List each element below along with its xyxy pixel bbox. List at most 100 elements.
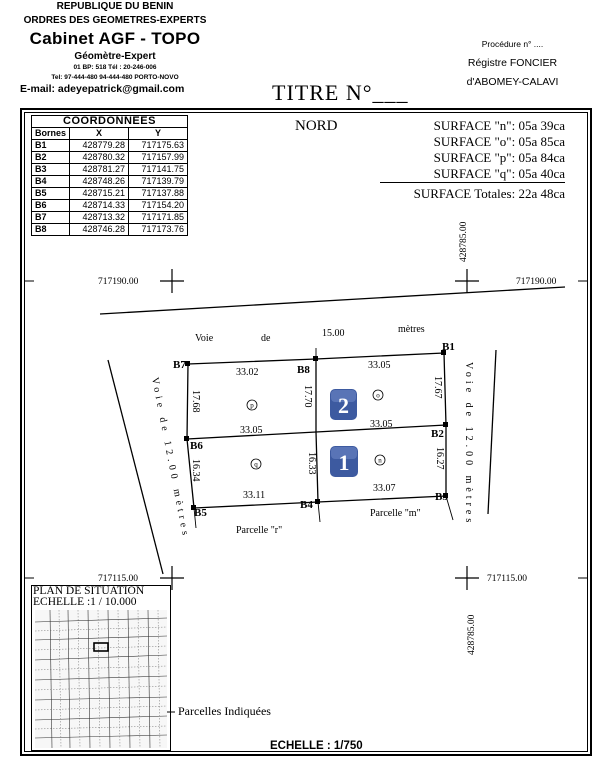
borne-label-b7: B7 [173,359,186,371]
borne-marker [313,356,318,361]
neighbor-parcel-r: Parcelle "r" [236,525,282,536]
lot-label-n: n [378,457,382,465]
borne-label-b2: B2 [431,428,444,440]
north-road-word: 15.00 [322,328,345,339]
boundary-extensions [193,348,454,529]
surface-total: SURFACE Totales: 22a 48ca [380,186,565,202]
east-road-label: Voie de 12.00 mètres [463,362,474,526]
surface-value: 05a 39ca [518,118,565,133]
borne-marker [443,422,448,427]
table-cell: B8 [30,223,71,236]
surface-o: SURFACE "o": 05a 85ca [380,134,565,150]
situation-scale-line: ECHELLE :1 / 10.000 [33,596,137,608]
borne-marker [185,361,190,366]
surface-total-label: SURFACE Totales: [413,186,516,201]
borne-marker [191,505,196,510]
table-cell: 717173.76 [128,223,189,236]
table-cell: 428746.28 [69,223,130,236]
plan-inner-frame [24,112,588,752]
badge-2-number: 2 [338,393,349,418]
column-header: Bornes [30,127,71,140]
badge-1-number: 1 [339,450,350,475]
dimension-label: 33.05 [370,419,393,430]
road-edge-north [99,286,566,315]
email-text: E-mail: adeyepatrick@gmail.com [20,83,185,95]
road-edge-east [487,349,497,515]
lot-label-p: p [250,402,254,410]
surface-label: SURFACE "q": [433,166,516,181]
grid-crosses [160,269,479,590]
procedure-block: Procédure n° .... Régistre FONCIER d'ABO… [430,36,595,90]
borne-label-b4: B4 [300,499,313,511]
surface-value: 05a 40ca [518,166,565,181]
surface-q: SURFACE "q": 05a 40ca [380,166,565,183]
surface-value: 05a 84ca [518,150,565,165]
north-road-word: mètres [398,324,425,335]
surface-p: SURFACE "p": 05a 84ca [380,150,565,166]
procedure-label: Procédure n° .... [481,39,544,49]
grid-y-label: 717190.00 [98,277,139,287]
neighbor-parcel-m: Parcelle "m" [370,508,421,519]
borne-label-b3: B3 [435,491,448,503]
grid-y-label: 717115.00 [487,574,527,584]
surface-label: SURFACE "p": [433,150,516,165]
dimension-label: 33.05 [368,360,391,371]
road-edges [99,286,566,575]
cabinet-name: Cabinet AGF - TOPO [29,29,201,48]
borne-label-b6: B6 [190,440,203,452]
lot-marker-q [250,458,262,470]
lot-marker-p [246,399,258,411]
bornes-markers [184,350,448,510]
situation-frame [31,585,171,751]
profession-text: Géomètre-Expert [74,51,156,62]
dimension-label: 16.33 [306,452,317,475]
indicated-parcels-label: Parcelles Indiquées [178,704,271,718]
borne-label-b5: B5 [194,507,207,519]
surface-value: 05a 85ca [518,134,565,149]
dimension-label: 16.34 [190,459,201,482]
dimension-label: 33.11 [243,490,265,501]
dimension-label: 33.02 [236,367,259,378]
lot-marker-n [374,454,386,466]
borne-label-b1: B1 [442,341,455,353]
cabinet-header: REPUBLIQUE DU BENIN ORDRES DES GEOMETRES… [10,0,220,96]
tel-text: Tel: 97-444-480 94-444-480 PORTO-NOVO [51,74,179,81]
dimension-label: 33.05 [240,425,263,436]
lot-label-o: o [376,392,380,400]
lot-marker-o [372,389,384,401]
parcel-outline [186,352,447,509]
grid-y-label: 717190.00 [516,277,557,287]
road-edge-west [107,359,164,575]
surface-label: SURFACE "o": [433,134,516,149]
boundary-middle [315,359,319,503]
north-road-word: Voie [195,333,214,344]
borne-label-b8: B8 [297,364,310,376]
order-text: ORDRES DES GEOMETRES-EXPERTS [23,15,207,26]
situation-parcel-highlight [93,642,109,652]
commune-label: d'ABOMEY-CALAVI [466,76,559,88]
grid-x-label: 428785.00 [467,614,477,655]
borne-marker [441,350,446,355]
surface-n: SURFACE "n": 05a 39ca [380,118,565,134]
grid-x-label: 428785.00 [459,221,469,262]
west-road-label: Voie de 12.00 mètres [149,376,191,539]
dimension-label: 33.07 [373,483,396,494]
table-cell: B7 [30,211,71,224]
titre-number: TITRE N°___ [272,80,409,105]
surface-total-value: 22a 48ca [518,186,565,201]
badge-2: 2 [330,389,357,420]
dimension-label: 16.27 [434,447,445,470]
badge-1: 1 [330,446,358,477]
lot-label-q: q [254,461,258,469]
plan-outer-frame [20,108,592,756]
north-label: NORD [295,118,338,134]
